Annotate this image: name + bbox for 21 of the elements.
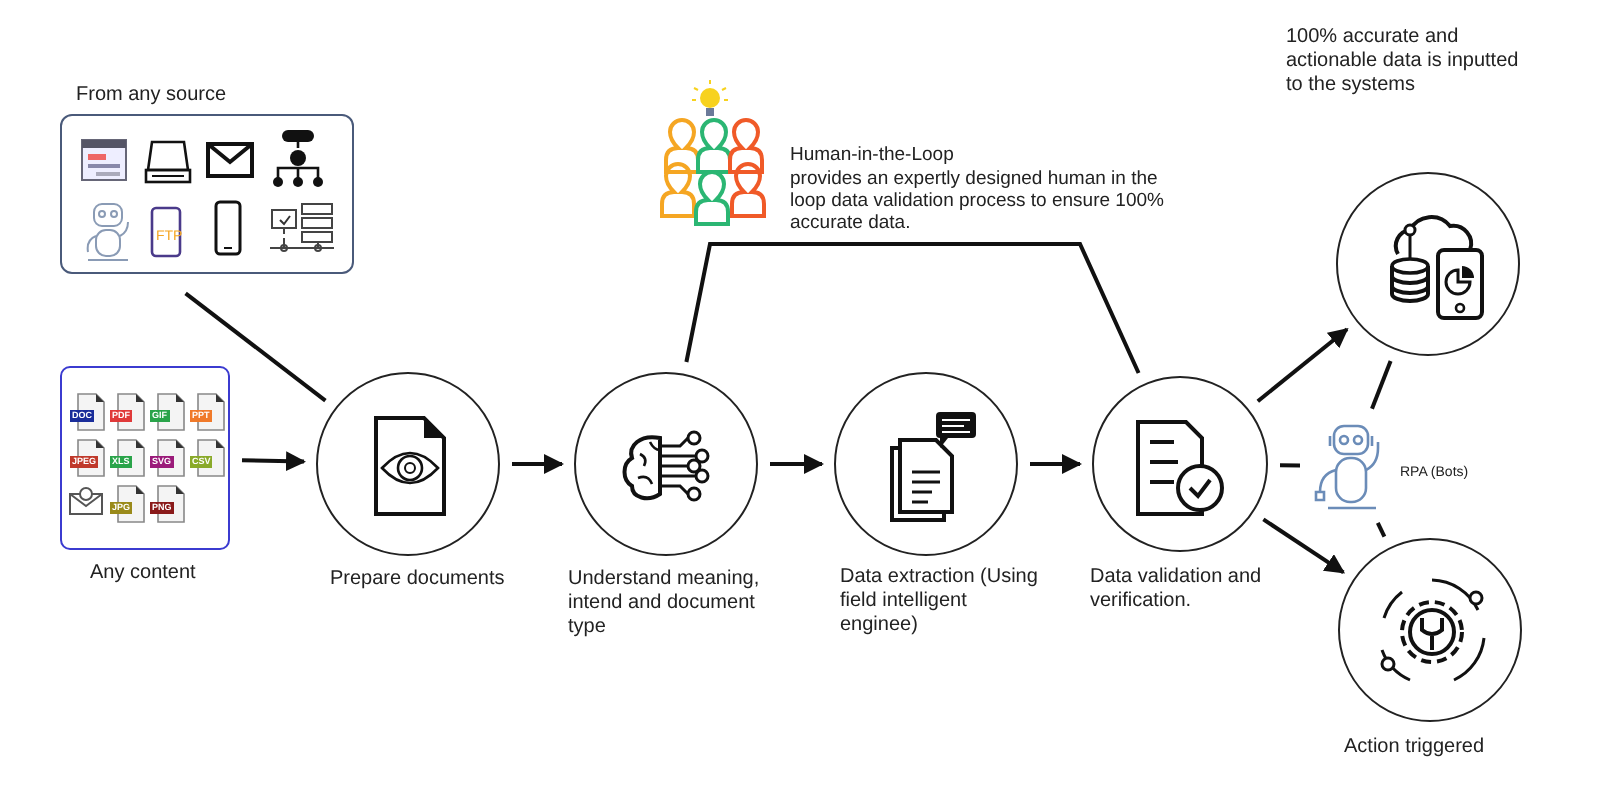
step-label: Any content — [90, 562, 198, 586]
arrow — [241, 451, 306, 472]
arrow — [770, 454, 824, 474]
arrow — [512, 454, 564, 474]
arrow — [1030, 454, 1082, 474]
step-label: Data validation and verification. — [1090, 566, 1264, 614]
annotation-text: provides an expertly designed human in the loop data validation process to ensure 100% accurate data. — [790, 168, 1166, 234]
arrow — [1262, 517, 1346, 575]
step-label: 100% accurate and actionable data is inputted to the systems — [1286, 26, 1521, 98]
connector-line — [184, 291, 327, 403]
step-label: Data extraction (Using field intelligent enginee) — [840, 566, 1040, 638]
step-label: Prepare documents — [330, 568, 507, 592]
connector-line — [684, 242, 1141, 374]
annotation-heading: Human-in-the-Loop — [790, 144, 956, 166]
connector-line — [1370, 360, 1393, 410]
panel-heading: From any source — [76, 84, 229, 108]
arrow — [1256, 327, 1349, 403]
step-label: Understand meaning, intend and document type — [568, 568, 762, 640]
connector-line — [1376, 521, 1387, 538]
connector-line — [1279, 463, 1301, 468]
step-label: Action triggered — [1344, 736, 1487, 760]
